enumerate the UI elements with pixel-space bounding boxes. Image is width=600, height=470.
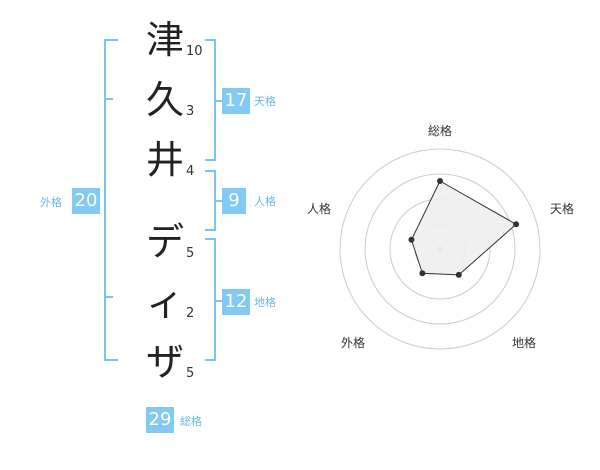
stroke-count-3: 4 <box>186 164 195 179</box>
radar-axis-label-chikaku: 地格 <box>512 336 537 350</box>
radar-point-4 <box>408 236 415 243</box>
gaikaku-value: 20 <box>72 188 100 214</box>
jinkaku-label: 人格 <box>254 195 276 208</box>
chikaku-label: 地格 <box>254 296 276 309</box>
chikaku-value: 12 <box>222 289 250 315</box>
jinkaku-value: 9 <box>222 188 246 214</box>
radar-point-0 <box>437 178 443 184</box>
radar-series-polygon <box>410 180 517 276</box>
radar-axis-label-tenkaku: 天格 <box>550 202 575 216</box>
radar-point-3 <box>419 270 426 277</box>
stroke-count-5: 2 <box>186 306 195 321</box>
soukaku-value: 29 <box>146 407 174 433</box>
stroke-count-1: 10 <box>186 44 203 59</box>
name-char-2: 久 <box>145 78 184 122</box>
soukaku-label: 総格 <box>180 415 202 428</box>
name-char-5: ィ <box>145 280 184 324</box>
chikaku-bracket <box>205 238 216 361</box>
radar-axis-label-gaikaku: 外格 <box>341 336 366 350</box>
stroke-count-2: 3 <box>186 104 195 119</box>
radar-point-2 <box>455 271 462 278</box>
radar-ring-3 <box>364 173 516 325</box>
name-char-1: 津 <box>145 18 184 62</box>
radar-axis-label-soukaku: 総格 <box>428 124 453 138</box>
radar-axis-label-jinkaku: 人格 <box>307 202 332 216</box>
radar-point-1 <box>513 221 520 228</box>
tenkaku-value: 17 <box>222 88 250 114</box>
gaikaku-bracket <box>104 39 118 361</box>
name-char-4: デ <box>145 220 184 264</box>
gaikaku-label: 外格 <box>40 196 62 209</box>
stroke-count-4: 5 <box>186 246 195 261</box>
tenkaku-label: 天格 <box>254 95 276 108</box>
name-char-3: 井 <box>145 138 184 182</box>
stroke-count-6: 5 <box>186 366 195 381</box>
radar-ring-4 <box>339 148 541 350</box>
name-char-6: ザ <box>145 340 184 384</box>
